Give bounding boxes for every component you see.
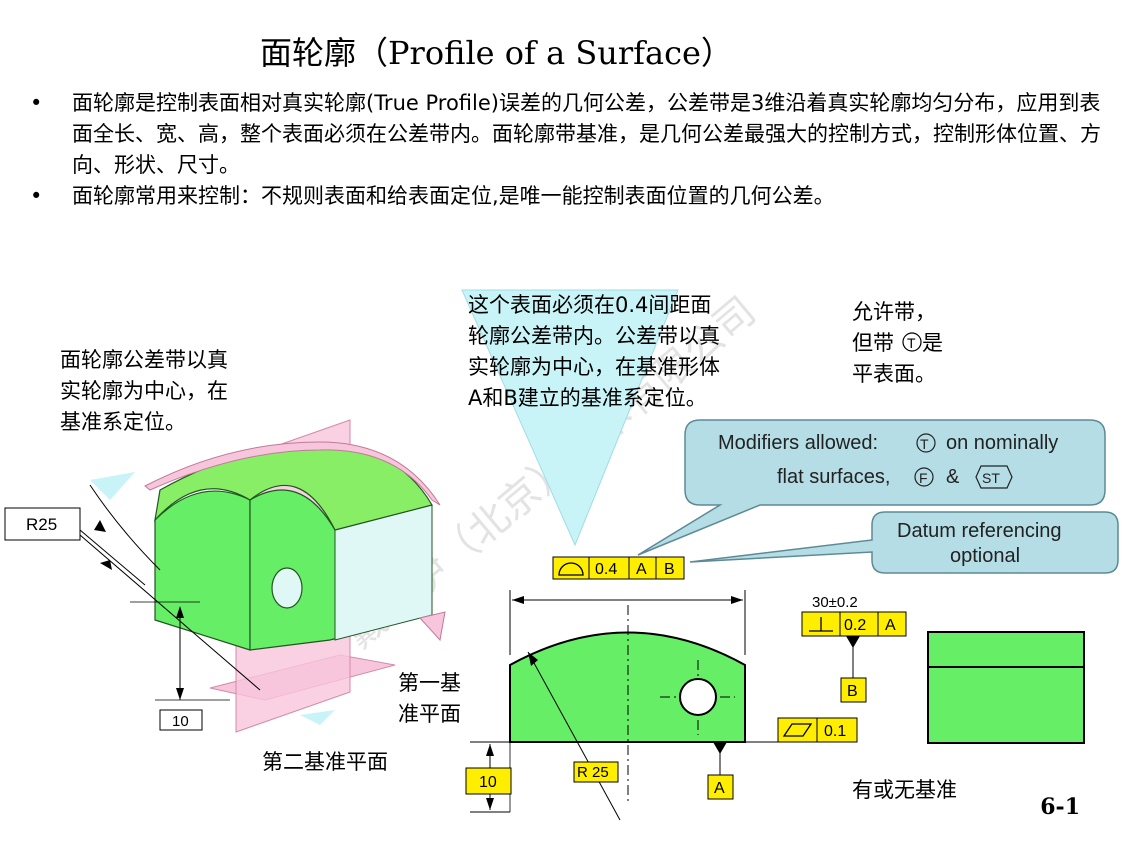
page-number: 6-1 — [1040, 794, 1080, 820]
part-hole — [271, 567, 303, 609]
center-note-line: 这个表面必须在0.4间距面 — [468, 293, 712, 317]
left-note-line: 基准系定位。 — [60, 410, 186, 434]
perp-tolerance-value: 0.2 — [844, 617, 866, 634]
modifiers-callout-bubble — [637, 419, 1106, 556]
profile-of-surface-icon — [558, 562, 584, 576]
radius-dimension-text: R 25 — [577, 764, 609, 781]
center-note: 这个表面必须在0.4间距面 轮廓公差带内。公差带以真 实轮廓为中心，在基准形体 … — [468, 290, 720, 414]
bullet-item: • 面轮廓是控制表面相对真实轮廓(True Profile)误差的几何公差，公差… — [30, 88, 1120, 181]
bullet-list: • 面轮廓是控制表面相对真实轮廓(True Profile)误差的几何公差，公差… — [30, 88, 1120, 212]
datum-a-triangle-icon — [713, 742, 727, 754]
primary-datum-label-line: 第一基 — [398, 671, 461, 695]
r25-dimension-box — [4, 507, 81, 541]
primary-datum-label-line: 准平面 — [398, 702, 461, 726]
modifier-f-symbol-icon — [914, 467, 934, 487]
right-note-line: 平表面。 — [852, 362, 936, 386]
bullet-text: 面轮廓是控制表面相对真实轮廓(True Profile)误差的几何公差，公差带是… — [72, 91, 1101, 177]
right-note-line: 允许带， — [852, 300, 936, 324]
bullet-dot: • — [30, 184, 43, 208]
center-note-line: 实轮廓为中心，在基准形体 — [468, 355, 720, 379]
with-or-without-datum-label: 有或无基准 — [852, 778, 957, 802]
secondary-datum-label: 第二基准平面 — [262, 750, 388, 774]
modifier-t-symbol-icon — [916, 433, 936, 453]
center-note-line: 轮廓公差带内。公差带以真 — [468, 324, 720, 348]
side-view-part — [927, 631, 1085, 744]
bullet-text: 面轮廓常用来控制：不规则表面和给表面定位,是唯一能控制表面位置的几何公差。 — [72, 184, 835, 208]
profile-fcf — [552, 556, 685, 580]
part-front-face — [154, 490, 251, 651]
datum-ref-callout-bubble — [689, 511, 1119, 574]
orthographic-view — [465, 590, 1085, 821]
bullet-dot: • — [30, 91, 43, 115]
modifier-f-letter: F — [919, 470, 928, 486]
modifiers-amp: & — [946, 466, 960, 488]
profile-datum-a: A — [636, 561, 647, 578]
perp-datum-a: A — [885, 617, 896, 634]
left-note: 面轮廓公差带以真 实轮廓为中心，在 基准系定位。 — [60, 345, 228, 438]
height-dimension-text: 10 — [479, 774, 497, 791]
flatness-tolerance-value: 0.1 — [824, 723, 846, 740]
ten-dimension-box — [159, 709, 203, 731]
left-note-line: 实轮廓为中心，在 — [60, 379, 228, 403]
datum-b-flag-text: B — [847, 683, 858, 700]
modifiers-text-2a: flat surfaces, — [777, 466, 890, 488]
bullet-item: • 面轮廓常用来控制：不规则表面和给表面定位,是唯一能控制表面位置的几何公差。 — [30, 181, 1120, 212]
profile-tolerance-skin — [144, 441, 441, 506]
modifiers-text-1a: Modifiers allowed: — [718, 432, 878, 454]
datum-a-flag-text: A — [714, 780, 725, 797]
left-note-line: 面轮廓公差带以真 — [60, 348, 228, 372]
right-note-part: 但带 — [852, 331, 894, 355]
circled-t-letter: T — [907, 335, 916, 351]
width-dimension-text: 30±0.2 — [812, 594, 858, 611]
ten-dimension-text: 10 — [172, 713, 189, 730]
modifier-st-symbol-icon — [975, 465, 1013, 489]
profile-datum-b: B — [664, 561, 675, 578]
circled-t-icon — [902, 332, 922, 352]
modifiers-text-1b: on nominally — [946, 432, 1058, 454]
tolerance-zone-beam — [461, 289, 679, 547]
flatness-icon — [782, 723, 813, 737]
page-title: 面轮廓（Profile of a Surface） — [260, 34, 733, 72]
profile-tolerance-value: 0.4 — [595, 561, 617, 578]
isometric-part — [79, 419, 446, 733]
datum-b-triangle-icon — [846, 636, 860, 648]
right-note-line: 但带 是 — [852, 328, 943, 359]
ortho-hole — [679, 678, 717, 716]
center-note-line: A和B建立的基准系定位。 — [468, 386, 707, 410]
r25-dimension-text: R25 — [26, 515, 57, 534]
perpendicularity-icon — [809, 617, 833, 632]
datum-ref-text-2: optional — [950, 545, 1020, 567]
modifier-st-letters: ST — [982, 470, 1000, 486]
right-note: 允许带， 但带 是 平表面。 — [852, 297, 943, 390]
right-note-part: 是 — [922, 331, 943, 355]
primary-datum-label: 第一基 准平面 — [398, 668, 461, 730]
datum-ref-text-1: Datum referencing — [897, 520, 1062, 542]
modifier-t-letter: T — [920, 436, 929, 452]
